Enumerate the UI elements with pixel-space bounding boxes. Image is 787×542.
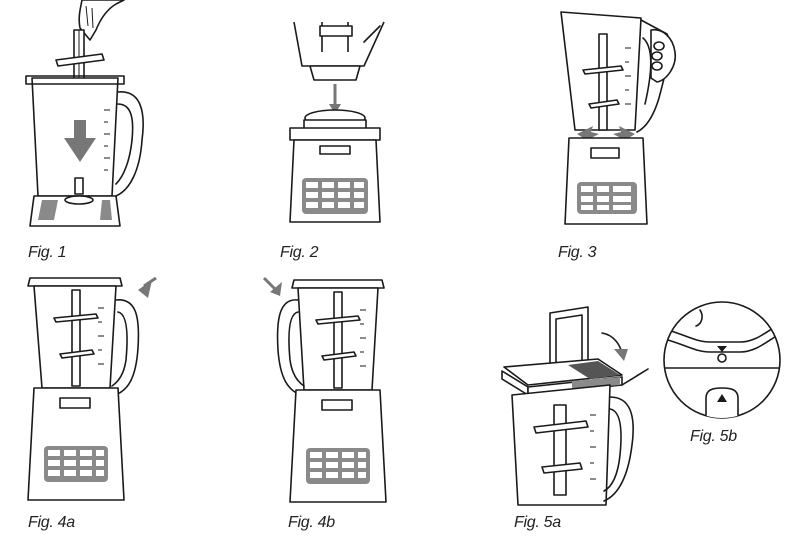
figure-3-illustration: [555, 8, 695, 233]
pitcher-handle: [276, 299, 305, 397]
arrow-right-icon: [577, 126, 599, 144]
arrow-down-right-icon: [270, 282, 282, 296]
arrow-down-icon: [614, 349, 628, 361]
figure-5a-caption: Fig. 5a: [514, 514, 561, 531]
figure-2-caption: Fig. 2: [280, 244, 319, 261]
figure-4a-illustration: [20, 268, 160, 510]
figure-5a-illustration: [498, 305, 649, 510]
pitcher-handle: [603, 396, 634, 502]
arrow-down-icon: [64, 138, 96, 162]
blade-fin: [55, 53, 105, 67]
lid-handle: [549, 306, 589, 376]
figure-1-illustration: [20, 0, 160, 240]
hand-icon: [78, 0, 125, 41]
control-panel: [302, 178, 368, 214]
figure-3-caption: Fig. 3: [558, 244, 597, 261]
arrow-left-icon: [613, 126, 635, 144]
figure-4b-illustration: [262, 268, 402, 510]
figure-5b-caption: Fig. 5b: [690, 428, 737, 445]
triangle-down-icon: [717, 346, 727, 352]
pitcher-lid: [27, 277, 123, 287]
pitcher-handle: [111, 299, 140, 397]
triangle-up-icon: [717, 394, 727, 402]
figure-4b-caption: Fig. 4b: [288, 514, 335, 531]
figure-2-illustration: [280, 21, 400, 232]
arrow-down-icon: [329, 104, 341, 114]
motor-base-top: [289, 127, 381, 141]
pitcher-lid: [291, 279, 385, 289]
pitcher-handle: [115, 91, 144, 197]
figure-1-caption: Fig. 1: [28, 244, 67, 261]
figure-4a-caption: Fig. 4a: [28, 514, 75, 531]
figure-5b-illustration: [660, 298, 784, 422]
